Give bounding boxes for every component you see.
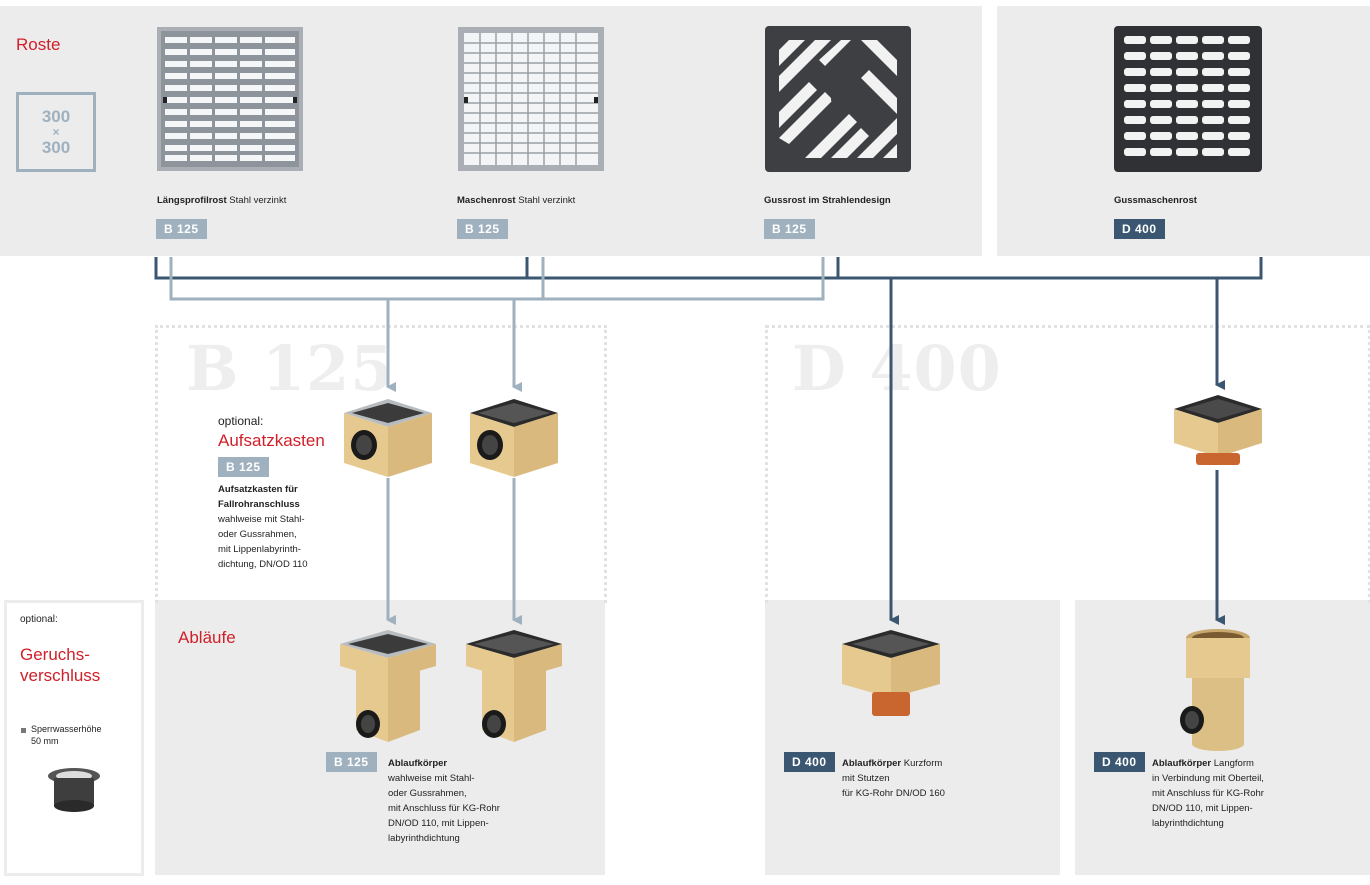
aufsatz-bold-2: Fallrohranschluss: [218, 499, 300, 510]
geruch-bullet-text: Sperrwasserhöhe 50 mm: [31, 723, 102, 747]
aufsatz-line-4: dichtung, DN/OD 110: [218, 559, 308, 570]
geruch-optional: optional:: [20, 614, 58, 625]
rost-name-2: Maschenrost: [457, 195, 516, 206]
ablauf-lang-class-badge: D 400: [1094, 752, 1145, 772]
rost-caption-2: Maschenrost Stahl verzinkt: [457, 193, 575, 208]
geruchsverschluss-image: [48, 768, 100, 812]
laengsprofilrost-image: [157, 27, 303, 171]
ablauf-kurz-bold: Ablaufkörper: [842, 758, 902, 769]
aufsatz-caption: Aufsatzkasten für Fallrohranschluss wahl…: [218, 482, 308, 572]
ablauf-kurz-line-1: mit Stutzen: [842, 773, 890, 784]
ablauf-kurz-class-badge: D 400: [784, 752, 835, 772]
geruch-panel: [4, 600, 144, 876]
zone-d400-label: D 400: [792, 332, 1002, 405]
zone-b125-border: [155, 325, 607, 603]
aufsatz-class-badge: B 125: [218, 457, 269, 477]
rost-name-1: Längsprofilrost: [157, 195, 227, 206]
ablauf-lang-bold: Ablaufkörper: [1152, 758, 1212, 769]
ablauf-lang-caption: Ablaufkörper Langform in Verbindung mit …: [1152, 756, 1264, 831]
rost-desc-2: Stahl verzinkt: [515, 195, 576, 206]
rost-caption-3: Gussrost im Strahlendesign: [764, 193, 891, 208]
roste-title: Roste: [16, 35, 61, 54]
rost-class-badge-2: B 125: [457, 219, 508, 239]
ablauf-kurz-caption: Ablaufkörper Kurzform mit Stutzen für KG…: [842, 756, 945, 801]
aufsatzkasten-stahl-image: [344, 399, 432, 477]
rost-class-badge-4: D 400: [1114, 219, 1165, 239]
geruch-bullet-2: 50 mm: [31, 736, 59, 746]
size-box: 300 × 300: [16, 92, 96, 172]
rost-name-3: Gussrost im Strahlendesign: [764, 195, 891, 206]
ablauf-b125-bold: Ablaufkörper: [388, 758, 448, 769]
ablauf-kurz-line-2: für KG-Rohr DN/OD 160: [842, 788, 945, 799]
ablaufkoerper-guss-image: [466, 630, 562, 742]
geruch-title-1: Geruchs-: [20, 645, 90, 664]
zone-b125-label: B 125: [186, 332, 395, 405]
size-line2: ×: [52, 125, 60, 139]
ablauf-b125-class-badge: B 125: [326, 752, 377, 772]
size-line1: 300: [41, 107, 71, 126]
ablauf-b125-line-5: labyrinthdichtung: [388, 833, 460, 844]
geruch-bullet-1: Sperrwasserhöhe: [31, 724, 102, 734]
rost-name-4: Gussmaschenrost: [1114, 195, 1197, 206]
geruch-title-2: verschluss: [20, 666, 101, 685]
aufsatz-line-3: mit Lippenlabyrinth-: [218, 544, 301, 555]
aufsatz-title: Aufsatzkasten: [218, 431, 325, 450]
rost-desc-1: Stahl verzinkt: [226, 195, 287, 206]
aufsatzkasten-d400-image: [1174, 395, 1262, 465]
rost-caption-4: Gussmaschenrost: [1114, 193, 1197, 208]
ablauf-lang-line-1: in Verbindung mit Oberteil,: [1152, 773, 1264, 784]
rost-class-badge-3: B 125: [764, 219, 815, 239]
ablaeufe-title: Abläufe: [178, 628, 236, 647]
ablauf-b125-line-1: wahlweise mit Stahl-: [388, 773, 475, 784]
ablauf-b125-line-2: oder Gussrahmen,: [388, 788, 467, 799]
ablauf-lang-rest: Langform: [1211, 758, 1254, 769]
ablauf-b125-line-4: DN/OD 110, mit Lippen-: [388, 818, 489, 829]
rost-caption-1: Längsprofilrost Stahl verzinkt: [157, 193, 286, 208]
aufsatzkasten-guss-image: [470, 399, 558, 477]
gussrost-strahlen-image: [765, 26, 911, 172]
rost-class-badge-1: B 125: [156, 219, 207, 239]
aufsatz-line-2: oder Gussrahmen,: [218, 529, 297, 540]
ablaufkoerper-langform-image: [1180, 629, 1250, 751]
ablauf-b125-line-3: mit Anschluss für KG-Rohr: [388, 803, 500, 814]
aufsatz-bold-1: Aufsatzkasten für: [218, 484, 298, 495]
maschenrost-image: [458, 27, 604, 171]
ablaufkoerper-kurzform-image: [842, 630, 940, 716]
gussmaschenrost-image: [1114, 26, 1262, 172]
ablaufkoerper-stahl-image: [340, 630, 436, 742]
ablauf-lang-line-2: mit Anschluss für KG-Rohr: [1152, 788, 1264, 799]
ablauf-lang-line-3: DN/OD 110, mit Lippen-: [1152, 803, 1253, 814]
ablauf-kurz-rest: Kurzform: [901, 758, 943, 769]
ablauf-lang-line-4: labyrinthdichtung: [1152, 818, 1224, 829]
ablauf-b125-caption: Ablaufkörper wahlweise mit Stahl- oder G…: [388, 756, 500, 846]
geruch-bullet-icon: [21, 728, 26, 733]
size-line3: 300: [41, 138, 71, 157]
aufsatz-line-1: wahlweise mit Stahl-: [218, 514, 305, 525]
aufsatz-optional: optional:: [218, 414, 264, 428]
zone-d400-border: [765, 325, 1370, 603]
